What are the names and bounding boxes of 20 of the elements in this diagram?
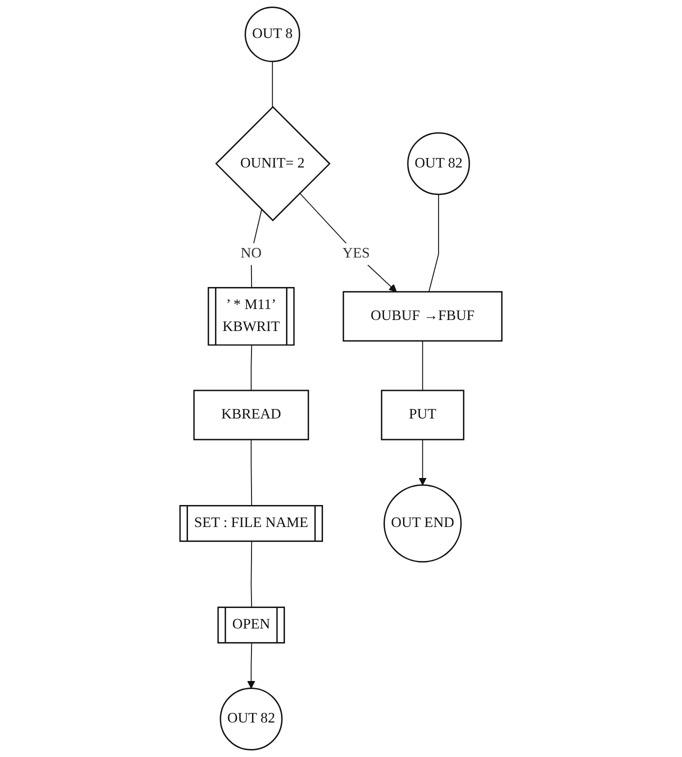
connector — [428, 194, 440, 292]
arrow — [418, 439, 427, 486]
connector — [422, 340, 424, 391]
node-circle — [244, 6, 300, 62]
connector — [250, 209, 262, 289]
arrow — [299, 192, 397, 292]
connector — [250, 345, 252, 391]
node-circle — [384, 484, 462, 563]
connector — [250, 439, 252, 507]
connector — [272, 61, 273, 108]
node-diamond — [215, 106, 331, 222]
edge-label: NO — [240, 246, 262, 262]
arrow — [247, 642, 256, 689]
node-box — [380, 390, 464, 440]
node-box — [342, 291, 503, 342]
node-circle — [407, 132, 470, 196]
edge-label: YES — [342, 246, 370, 262]
connector — [250, 541, 252, 608]
node-circle — [220, 688, 283, 750]
node-box — [193, 390, 310, 440]
